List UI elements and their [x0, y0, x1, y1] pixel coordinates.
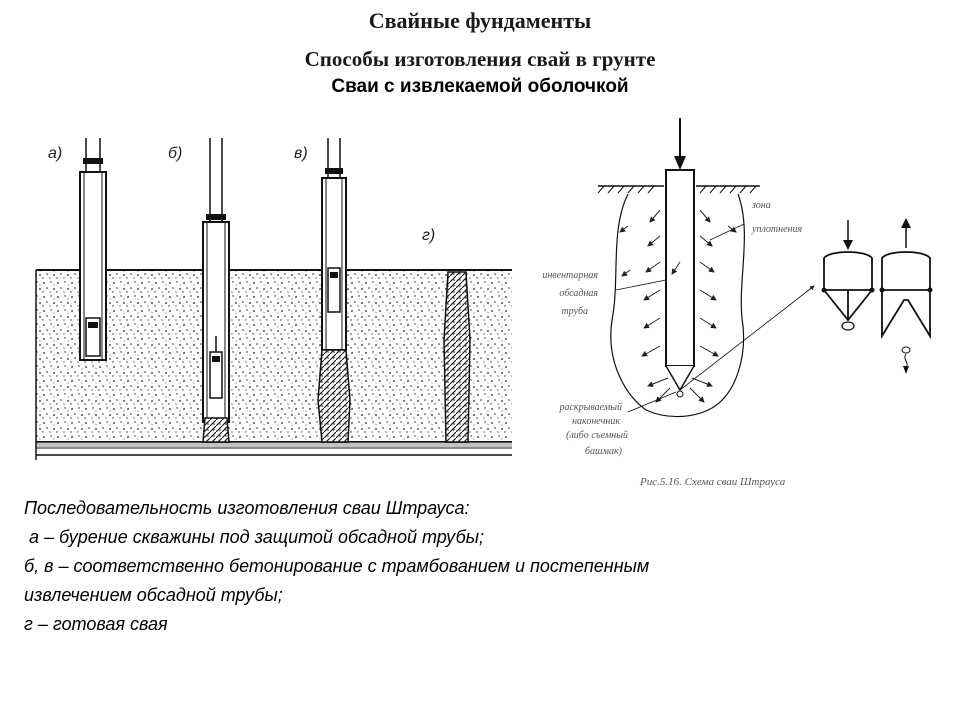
left-figure: а) б) в) г): [35, 138, 512, 460]
label-tip-3: (либо съемный: [566, 430, 628, 441]
figure-caption: Рис.5.16. Схема сваи Штрауса: [639, 476, 786, 488]
label-zone-2: уплотнения: [751, 224, 803, 235]
description-line: а – бурение скважины под защитой обсадно…: [24, 527, 484, 547]
compaction-zone-outline: [610, 193, 745, 418]
opening-tip: [665, 365, 695, 392]
label-pipe-3: труба: [561, 306, 588, 317]
description: Последовательность изготовления сваи Штр…: [24, 494, 744, 639]
pile-stage-b: [202, 138, 230, 443]
label-tip-1: раскрываемый: [558, 402, 622, 413]
label-pipe-1: инвентарная: [542, 270, 598, 281]
description-line: Последовательность изготовления сваи Штр…: [24, 498, 470, 518]
casing-pipe: [665, 169, 695, 367]
concrete-plug: [202, 417, 230, 443]
label-pipe-2: обсадная: [559, 288, 598, 299]
pointer-arrow: [679, 285, 815, 391]
section-title: Сваи с извлекаемой оболочкой: [331, 76, 629, 97]
page-title: Свайные фундаменты: [368, 8, 592, 33]
description-line: г – готовая свая: [24, 614, 168, 634]
description-line: извлечением обсадной трубы;: [24, 585, 283, 605]
finished-pile: [443, 271, 471, 443]
page-subtitle: Способы изготовления свай в грунте: [304, 47, 656, 71]
label-tip-2: наконечник: [572, 416, 620, 427]
right-figure: зона уплотнения инвентарная обсадная тру…: [542, 118, 933, 488]
tip-detail-open: [879, 218, 933, 374]
label-tip-4: башмак): [585, 446, 623, 457]
label-b: б): [168, 145, 182, 162]
soil-layer: [36, 270, 512, 442]
tip-detail-closed: [821, 220, 875, 331]
label-v: в): [294, 145, 308, 162]
label-zone-1: зона: [751, 200, 771, 211]
concrete-column: [317, 349, 351, 443]
pile-stage-v: [317, 138, 351, 443]
label-g: г): [422, 227, 435, 244]
description-line: б, в – соответственно бетонирование с тр…: [24, 556, 650, 576]
pile-stage-g: [443, 271, 471, 443]
label-a: а): [48, 145, 62, 162]
pile-stage-a: [79, 138, 107, 361]
